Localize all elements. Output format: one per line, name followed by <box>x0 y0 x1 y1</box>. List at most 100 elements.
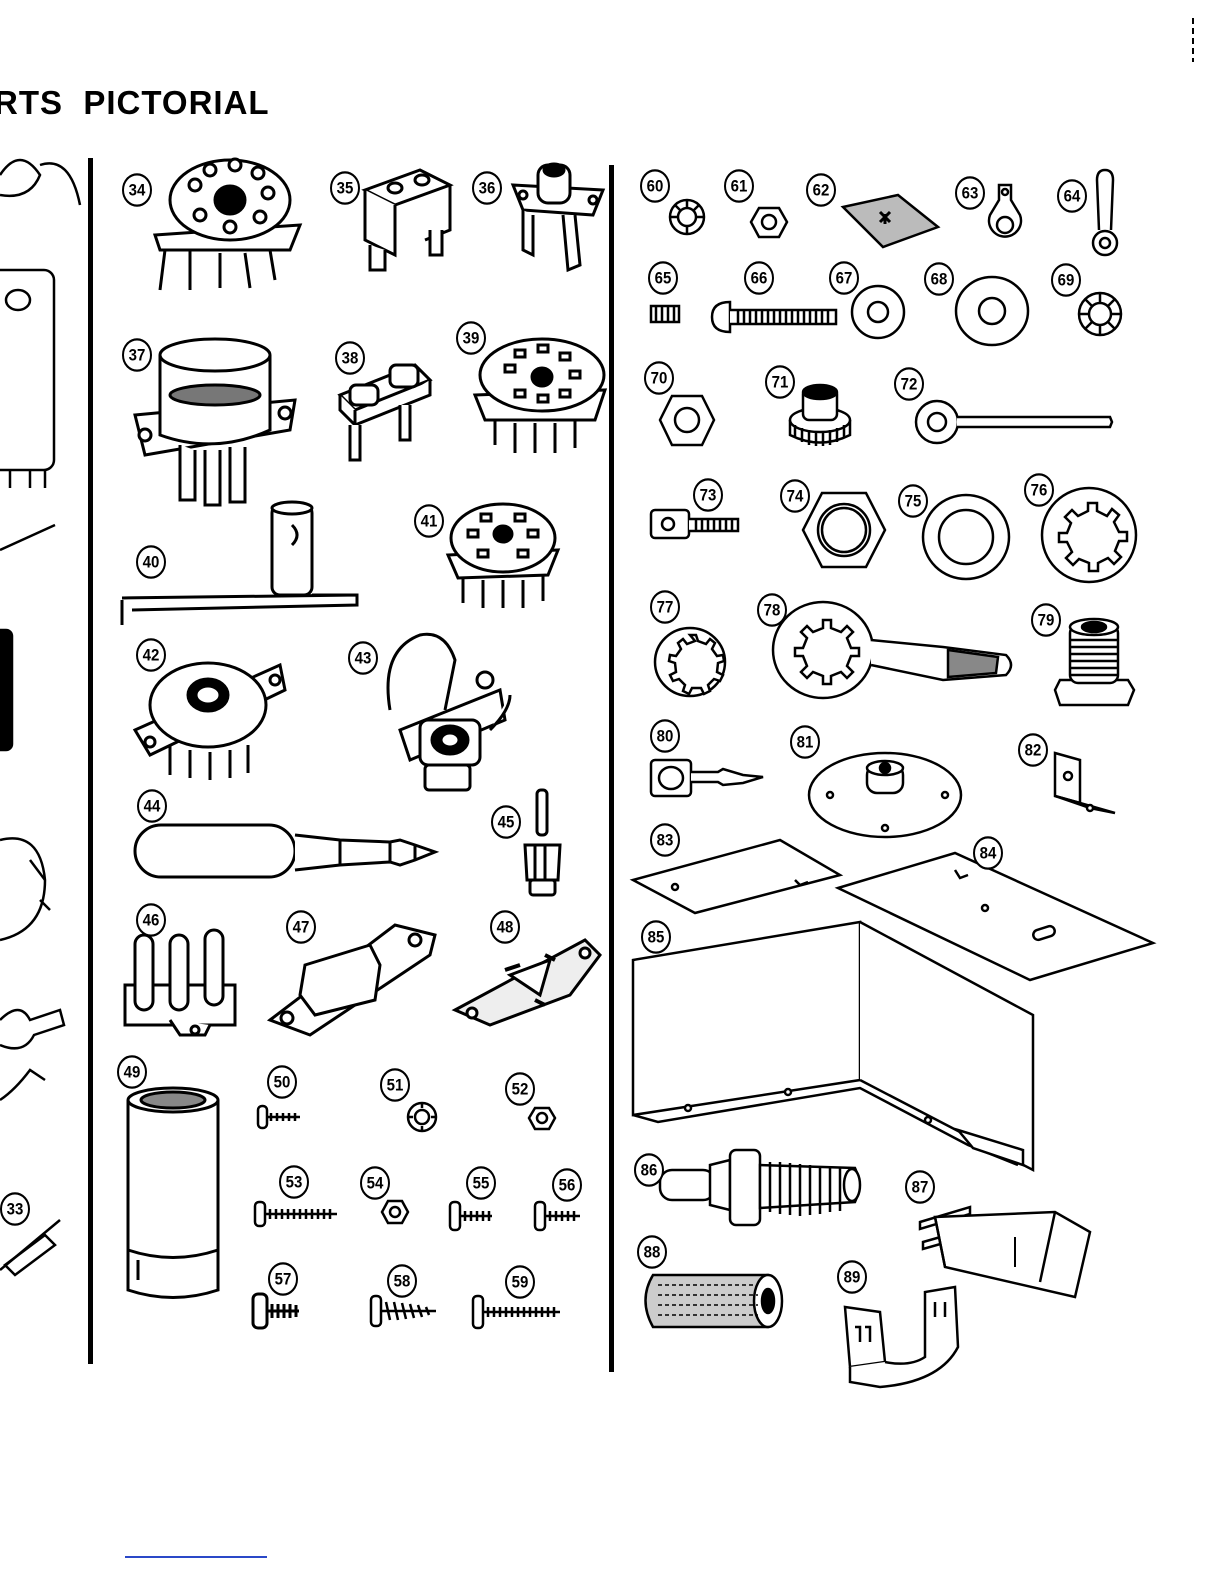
part-number-callout: 52 <box>505 1072 535 1106</box>
part-number-callout: 47 <box>286 910 316 944</box>
part-number-callout: 76 <box>1024 473 1054 507</box>
potentiometer-shaft-icon <box>655 1140 865 1235</box>
small-nut-icon <box>527 1105 557 1132</box>
long-lug-icon <box>912 397 1117 447</box>
part-number-callout: 86 <box>634 1153 664 1187</box>
part-number-callout: 63 <box>955 176 985 210</box>
terminal-strip-icon <box>120 925 250 1040</box>
part-number-callout: 84 <box>973 836 1003 870</box>
part-number-callout: 35 <box>330 171 360 205</box>
binding-post-icon <box>1050 615 1138 710</box>
part-number-callout: 34 <box>122 173 152 207</box>
part-number-callout: 80 <box>650 719 680 753</box>
part-number-callout: 40 <box>136 545 166 579</box>
fiber-washer-icon <box>838 192 943 252</box>
part-number-callout: 85 <box>641 920 671 954</box>
part-number-callout: 68 <box>924 262 954 296</box>
nine-pin-socket-icon <box>470 335 610 460</box>
part-number-callout: 41 <box>414 504 444 538</box>
tip-jack-icon <box>520 785 565 900</box>
part-number-callout: 43 <box>348 641 378 675</box>
part-number-callout: 87 <box>905 1170 935 1204</box>
shielded-tube-socket-icon <box>125 335 305 510</box>
part-number-callout: 39 <box>456 321 486 355</box>
ground-lug-with-wire-icon <box>768 595 1018 705</box>
angle-bracket-icon <box>1050 748 1118 823</box>
part-number-callout: 48 <box>490 910 520 944</box>
lockwasher-icon <box>405 1100 440 1135</box>
part-number-callout: 37 <box>122 338 152 372</box>
part-number-callout: 53 <box>279 1165 309 1199</box>
part-number-callout: 33 <box>0 1192 30 1226</box>
hex-nut-icon <box>380 1198 410 1226</box>
part-number-callout: 61 <box>724 169 754 203</box>
phono-socket-icon <box>508 160 613 280</box>
shield-base-plate-icon <box>450 935 605 1030</box>
small-screw-icon <box>255 1103 303 1133</box>
part-number-callout: 66 <box>744 261 774 295</box>
large-hex-nut-icon <box>800 490 888 570</box>
wire-terminal-icon <box>648 757 768 799</box>
tube-shield-icon <box>118 1080 228 1310</box>
part-number-callout: 38 <box>335 341 365 375</box>
octal-tube-socket-icon <box>150 155 305 295</box>
part-number-callout: 67 <box>829 261 859 295</box>
large-lockwasher-icon <box>1038 485 1140 585</box>
part-number-callout: 89 <box>837 1260 867 1294</box>
internal-lockwasher-icon <box>667 197 707 237</box>
crop-mark <box>1192 18 1194 62</box>
large-washer-icon <box>920 492 1013 582</box>
flat-washer-icon <box>848 282 908 342</box>
short-screw-icon <box>447 1198 495 1234</box>
part-number-callout: 78 <box>757 593 787 627</box>
cutoff-parts-left-icon <box>0 140 90 1300</box>
part-number-callout: 79 <box>1031 603 1061 637</box>
part-number-callout: 60 <box>640 169 670 203</box>
nut-icon <box>749 205 789 240</box>
part-number-callout: 83 <box>650 823 680 857</box>
part-number-callout: 77 <box>650 590 680 624</box>
part-number-callout: 73 <box>693 478 723 512</box>
part-number-callout: 71 <box>765 365 795 399</box>
part-number-callout: 72 <box>894 367 924 401</box>
part-number-callout: 65 <box>648 261 678 295</box>
part-number-callout: 42 <box>136 638 166 672</box>
phone-plug-icon <box>130 820 445 885</box>
seven-pin-socket-icon <box>443 500 563 615</box>
part-number-callout: 49 <box>117 1055 147 1089</box>
sheet-metal-screw-icon <box>368 1292 440 1330</box>
part-number-callout: 58 <box>387 1264 417 1298</box>
part-number-callout: 81 <box>790 725 820 759</box>
part-number-callout: 82 <box>1018 733 1048 767</box>
part-number-callout: 62 <box>806 173 836 207</box>
phone-jack-icon <box>380 630 520 800</box>
round-mounting-plate-icon <box>805 740 965 840</box>
long-machine-screw-icon <box>252 1198 340 1230</box>
part-number-callout: 45 <box>491 805 521 839</box>
part-number-callout: 59 <box>505 1265 535 1299</box>
part-number-callout: 46 <box>136 903 166 937</box>
part-number-callout: 54 <box>360 1166 390 1200</box>
part-number-callout: 44 <box>137 789 167 823</box>
part-number-callout: 51 <box>380 1068 410 1102</box>
internal-star-washer-icon <box>651 625 729 700</box>
control-nut-icon <box>657 393 717 448</box>
part-number-callout: 88 <box>637 1235 667 1269</box>
part-number-callout: 74 <box>780 479 810 513</box>
mounting-clip-icon <box>840 1282 970 1392</box>
spacer-sleeve-icon <box>638 1270 786 1332</box>
star-lockwasher-icon <box>1075 290 1125 338</box>
solder-lug-icon <box>985 180 1025 245</box>
part-number-callout: 56 <box>552 1168 582 1202</box>
part-number-callout: 50 <box>267 1065 297 1099</box>
chassis-icon <box>628 920 1048 1175</box>
setscrew-icon <box>648 303 683 325</box>
part-number-callout: 70 <box>644 361 674 395</box>
page-title: RTS PICTORIAL <box>0 84 270 122</box>
part-number-callout: 64 <box>1057 179 1087 213</box>
part-number-callout: 57 <box>268 1262 298 1296</box>
large-flat-washer-icon <box>952 273 1032 349</box>
part-number-callout: 75 <box>898 484 928 518</box>
thick-screw-icon <box>250 1290 302 1332</box>
footer-line <box>125 1556 267 1558</box>
